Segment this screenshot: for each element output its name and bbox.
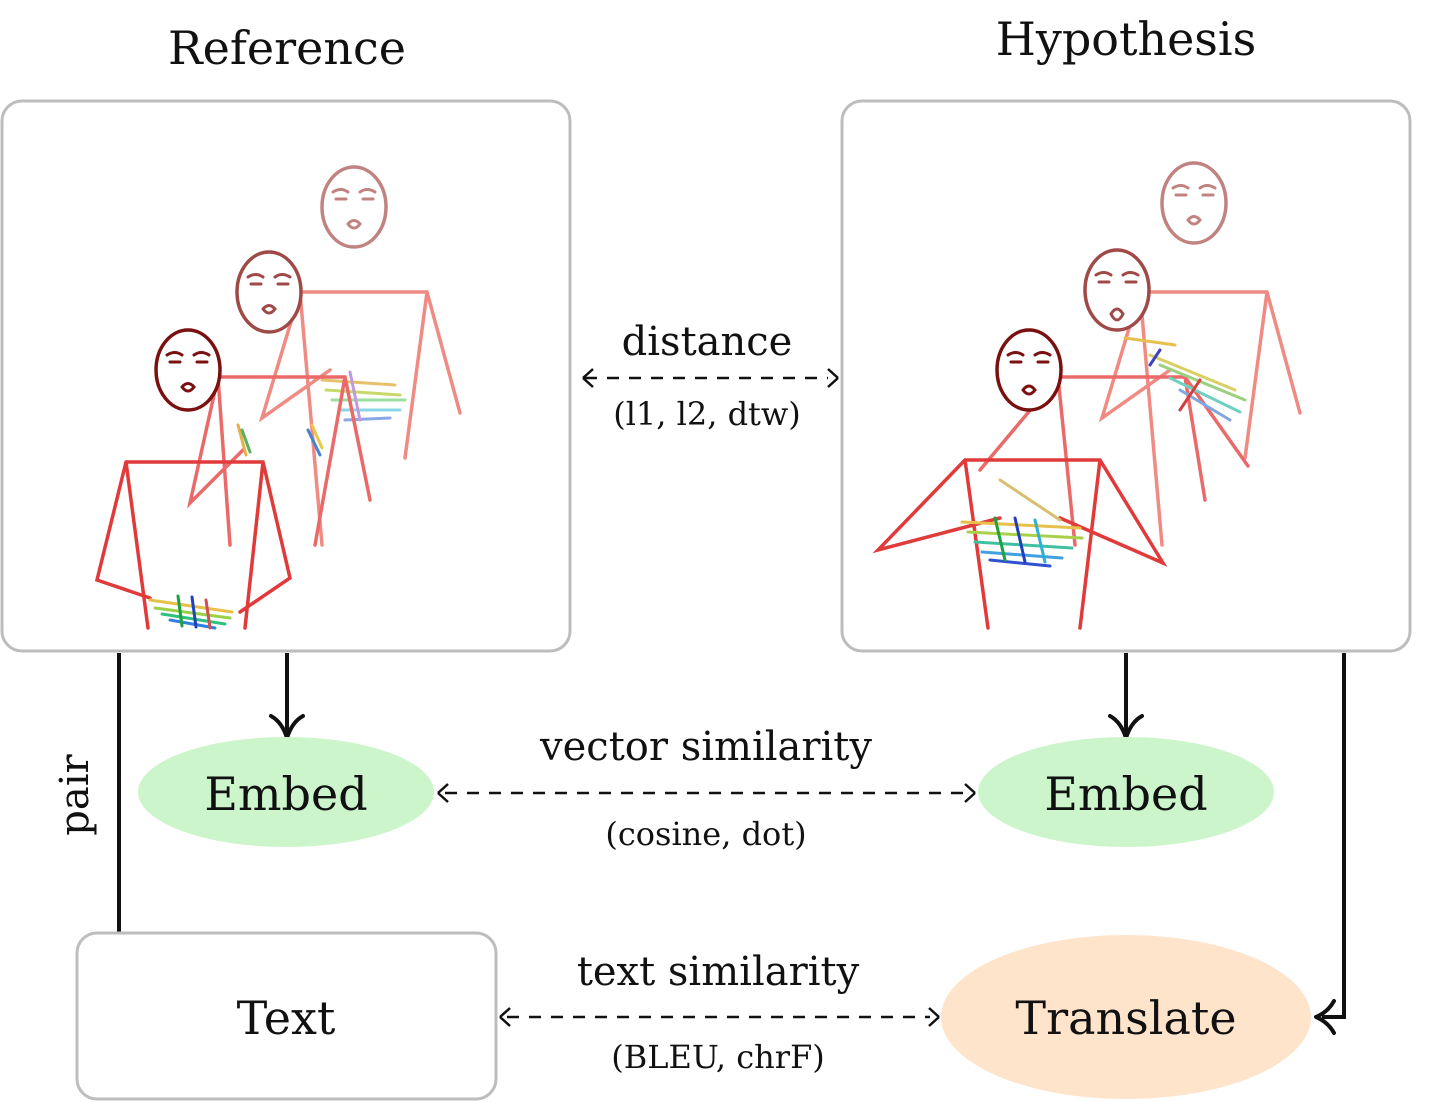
hypothesis-hand-middle	[1123, 336, 1247, 422]
hypothesis-pose-figure-middle	[978, 248, 1250, 547]
embed-hypothesis-label: Embed	[1044, 767, 1207, 821]
hypothesis-hand-front	[960, 478, 1084, 568]
vector-similarity-label: vector similarity	[539, 724, 872, 770]
reference-pose-figure-back	[258, 165, 462, 547]
text-similarity-methods-label: (BLEU, chrF)	[611, 1038, 825, 1076]
distance-methods-label: (l1, l2, dtw)	[613, 395, 801, 433]
text-similarity-connector	[499, 1007, 940, 1027]
embed-reference-node	[138, 737, 434, 847]
reference-title: Reference	[168, 21, 406, 75]
distance-label: distance	[622, 319, 793, 365]
reference-to-embed-arrow	[269, 653, 305, 740]
reference-pose-figure-front	[94, 328, 292, 630]
hypothesis-pose-figure-back	[1098, 161, 1302, 547]
hypothesis-pose-figure-front	[872, 328, 1168, 630]
text-similarity-label: text similarity	[577, 949, 860, 995]
reference-hand-front	[148, 594, 234, 630]
embed-hypothesis-node	[978, 737, 1274, 847]
translate-node	[941, 935, 1311, 1099]
hypothesis-to-embed-arrow	[1108, 653, 1144, 740]
pair-label: pair	[52, 753, 98, 835]
hypothesis-to-translate-arrow	[1314, 653, 1346, 1035]
hypothesis-pose-panel	[840, 99, 1412, 653]
reference-pose-figure-middle	[186, 250, 372, 547]
reference-hand-middle	[236, 423, 324, 457]
translate-node-label: Translate	[1015, 991, 1236, 1045]
hypothesis-title: Hypothesis	[996, 12, 1257, 66]
reference-pose-panel	[0, 99, 572, 653]
vector-similarity-connector	[437, 783, 976, 803]
text-node	[75, 931, 498, 1101]
distance-connector	[582, 368, 839, 388]
vector-similarity-methods-label: (cosine, dot)	[605, 815, 806, 853]
embed-reference-label: Embed	[204, 767, 367, 821]
text-node-label: Text	[237, 991, 336, 1045]
